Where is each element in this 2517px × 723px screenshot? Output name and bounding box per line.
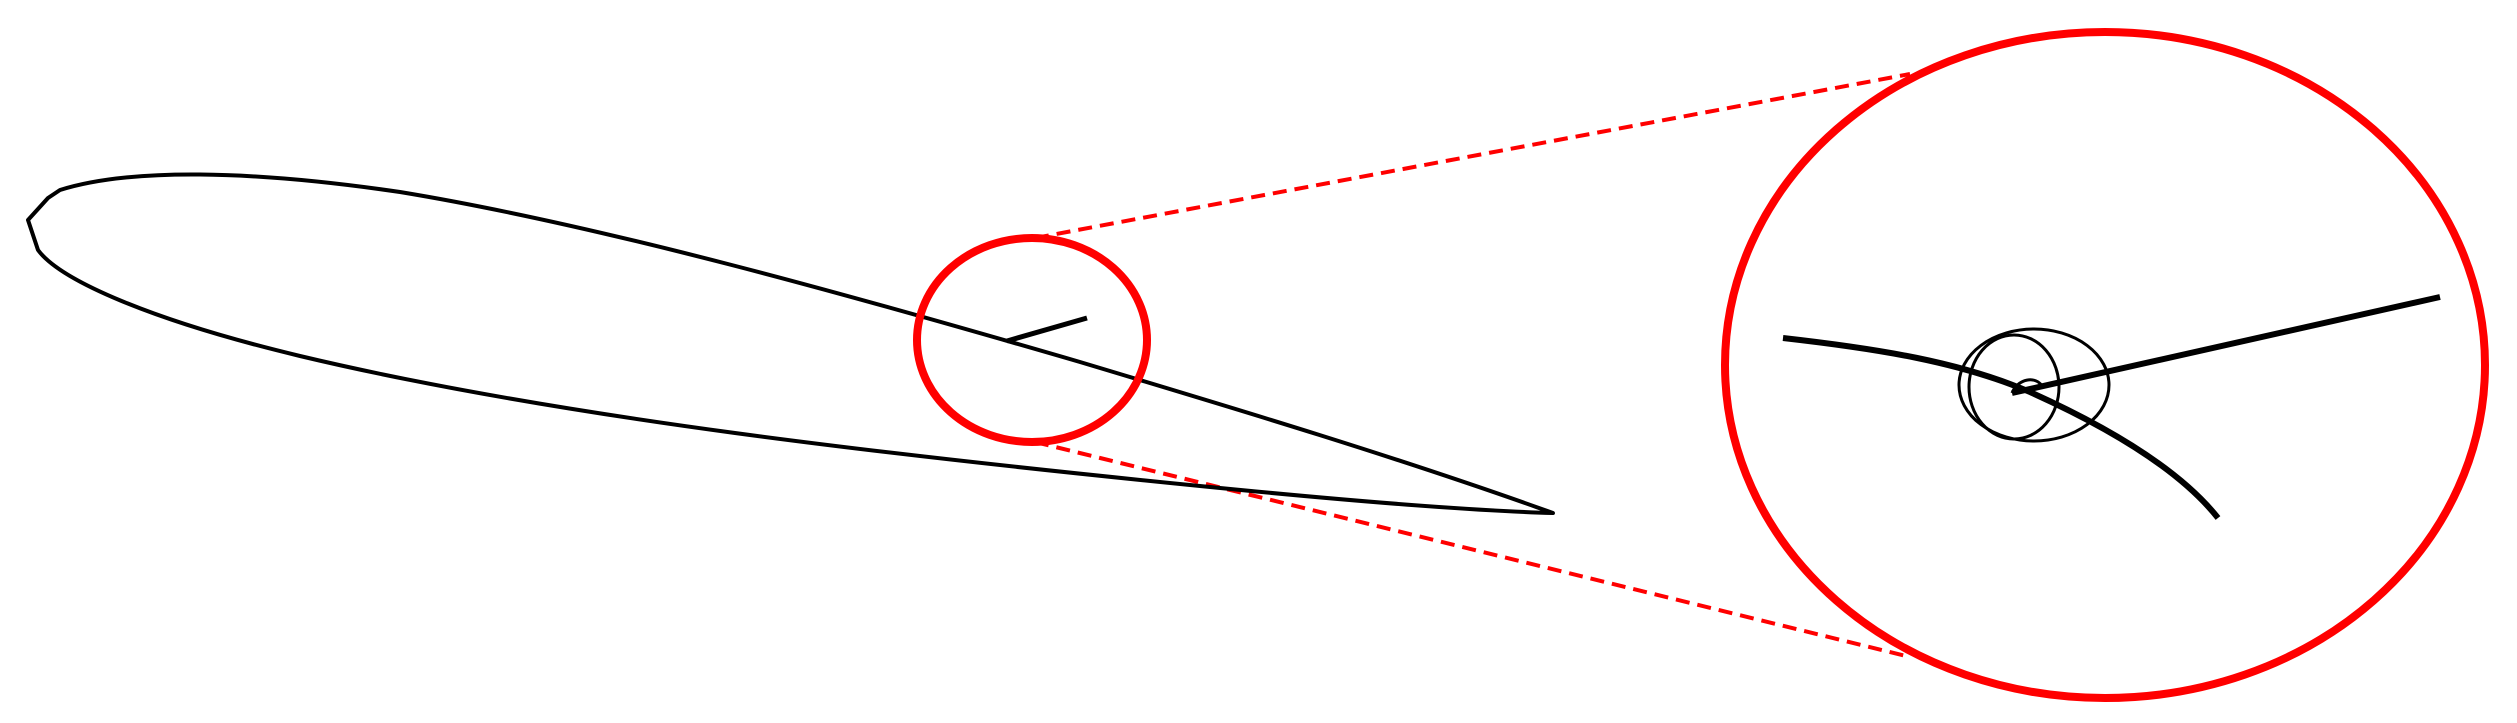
zoom-connector-bottom (1034, 440, 1911, 659)
angle-marker-small-arc (2010, 378, 2044, 394)
angle-marker-medium-circle (1967, 333, 2061, 441)
airfoil-outline (26, 172, 1555, 515)
magnifier-circle[interactable] (913, 234, 1151, 446)
zoomed-detail-view (1721, 28, 2489, 702)
zoom-connector-top (1034, 72, 1911, 240)
surface-normal-segment (1006, 315, 1088, 344)
angle-marker-large-circle (1957, 327, 2111, 443)
zoomed-normal-line (2011, 294, 2441, 396)
